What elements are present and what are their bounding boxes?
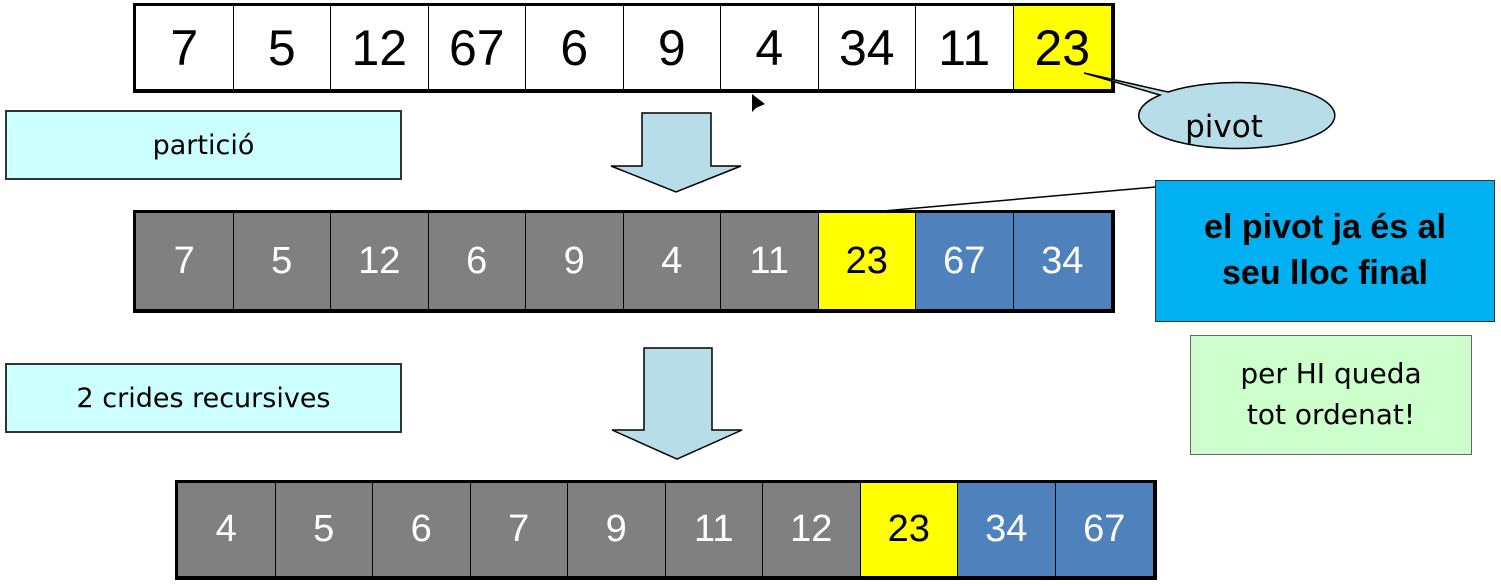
partition-label-box: partició — [5, 110, 402, 180]
array-cell: 4 — [721, 6, 819, 89]
array-cell: 5 — [275, 483, 373, 576]
array-cell: 11 — [916, 6, 1014, 89]
recursive-calls-label-box: 2 crides recursives — [5, 363, 402, 433]
partition-label: partició — [152, 129, 255, 161]
array-cell: 5 — [233, 213, 331, 309]
array-cell: 34 — [1013, 213, 1111, 309]
array-cell: 7 — [470, 483, 568, 576]
array-cell: 23 — [860, 483, 958, 576]
array-cell: 34 — [818, 6, 916, 89]
array-cell: 6 — [373, 483, 471, 576]
array-cell: 12 — [331, 213, 429, 309]
array-cell: 34 — [958, 483, 1056, 576]
array-cell: 67 — [916, 213, 1014, 309]
pivot-connector-line — [882, 186, 1157, 212]
induction-line-2: tot ordenat! — [1246, 398, 1416, 431]
array-cell: 4 — [623, 213, 721, 309]
array-cell: 67 — [428, 6, 526, 89]
cursor-icon — [752, 94, 765, 112]
pivot-label: pivot — [1185, 109, 1263, 145]
array-cell: 7 — [136, 6, 234, 89]
array-cell: 7 — [136, 213, 234, 309]
array-cell: 11 — [721, 213, 819, 309]
pivot-final-line-1: el pivot ja és al — [1204, 208, 1446, 247]
array-cell: 9 — [568, 483, 666, 576]
array-cell: 23 — [818, 213, 916, 309]
array-cell: 11 — [665, 483, 763, 576]
array-cell: 12 — [763, 483, 861, 576]
array-cell: 6 — [428, 213, 526, 309]
array-cell: 9 — [623, 6, 721, 89]
array-cell: 4 — [178, 483, 276, 576]
down-arrow-2 — [611, 347, 743, 460]
array-cell: 9 — [526, 213, 624, 309]
induction-hypothesis-note: per HI queda tot ordenat! — [1190, 335, 1472, 455]
induction-line-1: per HI queda — [1240, 357, 1422, 391]
pivot-final-line-2: seu lloc final — [1222, 254, 1428, 292]
array-cell: 6 — [526, 6, 624, 89]
pivot-final-position-note: el pivot ja és al seu lloc final — [1155, 180, 1495, 322]
array-cell: 67 — [1055, 483, 1153, 576]
down-arrow-1 — [610, 112, 742, 193]
recursive-calls-label: 2 crides recursives — [76, 382, 331, 414]
array-cell: 12 — [331, 6, 429, 89]
array-cell: 5 — [233, 6, 331, 89]
pivot-callout — [1083, 72, 1336, 150]
